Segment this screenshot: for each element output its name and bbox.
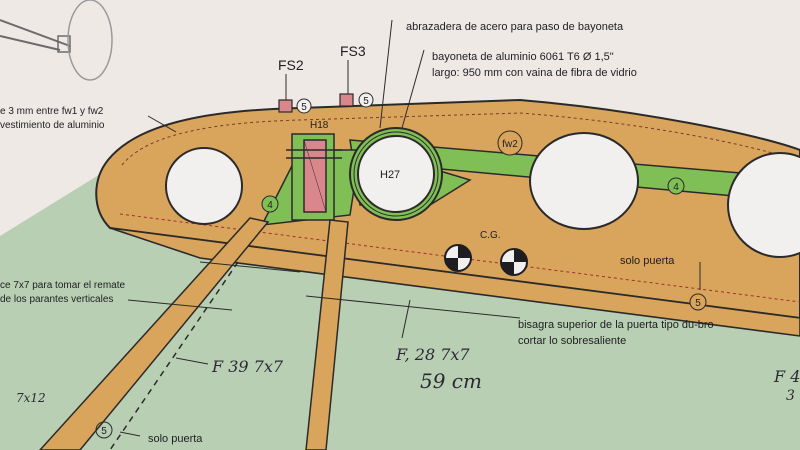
num-circle-4-right	[667, 177, 685, 195]
lightening-hole-3	[727, 152, 800, 258]
label-cg: C.G.	[480, 230, 501, 241]
door-strip	[109, 227, 800, 337]
leader-bisagra	[305, 295, 521, 319]
num-4-left: 4	[267, 200, 273, 211]
leader-f28	[401, 299, 411, 339]
num-circle-fs3	[358, 92, 374, 108]
hand-3: 3	[786, 388, 795, 404]
landing-gear-fragment	[0, 0, 113, 81]
leader-solo-puerta-bottom	[119, 431, 141, 437]
note-bisagra-1: bisagra superior de la puerta tipo du-br…	[518, 319, 714, 331]
leader-bayoneta	[401, 49, 425, 129]
sheeting-line-top	[121, 112, 800, 166]
label-fs2: FS2	[278, 57, 304, 73]
num-fs2: 5	[301, 102, 307, 113]
label-h18: H18	[310, 120, 329, 131]
dashed-door-edge	[109, 261, 239, 450]
num-circle-fw2	[497, 130, 523, 156]
leader-revestimiento	[147, 115, 177, 133]
cg-marker-2	[500, 248, 528, 276]
note-bayoneta-2: largo: 950 mm con vaina de fibra de vidr…	[432, 67, 637, 79]
note-bisagra-2: cortar lo sobresaliente	[518, 335, 626, 347]
num-circle-fs2	[296, 98, 312, 114]
num-circle-5-left	[95, 421, 113, 439]
leader-f39	[175, 357, 209, 365]
lightening-hole-1	[165, 147, 243, 225]
strut-left	[38, 217, 270, 450]
note-left-top-1: e 3 mm entre fw1 y fw2	[0, 106, 104, 117]
label-fs3: FS3	[340, 43, 366, 59]
lightening-hole-2	[529, 132, 639, 230]
note-left-top-2: vestimiento de aluminio	[0, 120, 105, 131]
note-solo-puerta-right: solo puerta	[620, 255, 675, 267]
hand-f28: F, 28 7x7	[395, 345, 470, 364]
label-fw2: fw2	[502, 139, 518, 150]
hand-f4: F 4	[773, 367, 800, 386]
pad-fs2	[278, 99, 293, 113]
strut-brace	[199, 261, 301, 273]
note-abrazadera: abrazadera de acero para paso de bayonet…	[406, 21, 624, 33]
num-5-right: 5	[695, 298, 701, 309]
num-4-right: 4	[673, 182, 679, 193]
hand-59cm: 59 cm	[420, 369, 482, 393]
note-left-mid-2: de los parantes verticales	[0, 294, 113, 305]
num-5-left: 5	[101, 426, 107, 437]
note-bayoneta-1: bayoneta de aluminio 6061 T6 Ø 1,5"	[432, 51, 614, 63]
num-circle-5-right	[689, 293, 707, 311]
num-circle-4-left	[261, 195, 279, 213]
leader-abrazadera	[379, 19, 393, 129]
part-h18	[286, 133, 342, 221]
note-left-mid-1: ce 7x7 para tomar el remate	[0, 280, 125, 291]
cg-marker-1	[444, 244, 472, 272]
label-h27: H27	[380, 169, 400, 181]
hand-f39: F 39 7x7	[211, 357, 284, 376]
bayonet-tube-h27	[349, 127, 443, 221]
note-solo-puerta-bottom: solo puerta	[148, 433, 203, 445]
pad-fs3	[339, 93, 354, 107]
num-fs3: 5	[363, 96, 369, 107]
leader-parantes	[127, 299, 233, 311]
strut-vertical	[305, 219, 349, 450]
hand-7x12: 7x12	[16, 391, 46, 405]
